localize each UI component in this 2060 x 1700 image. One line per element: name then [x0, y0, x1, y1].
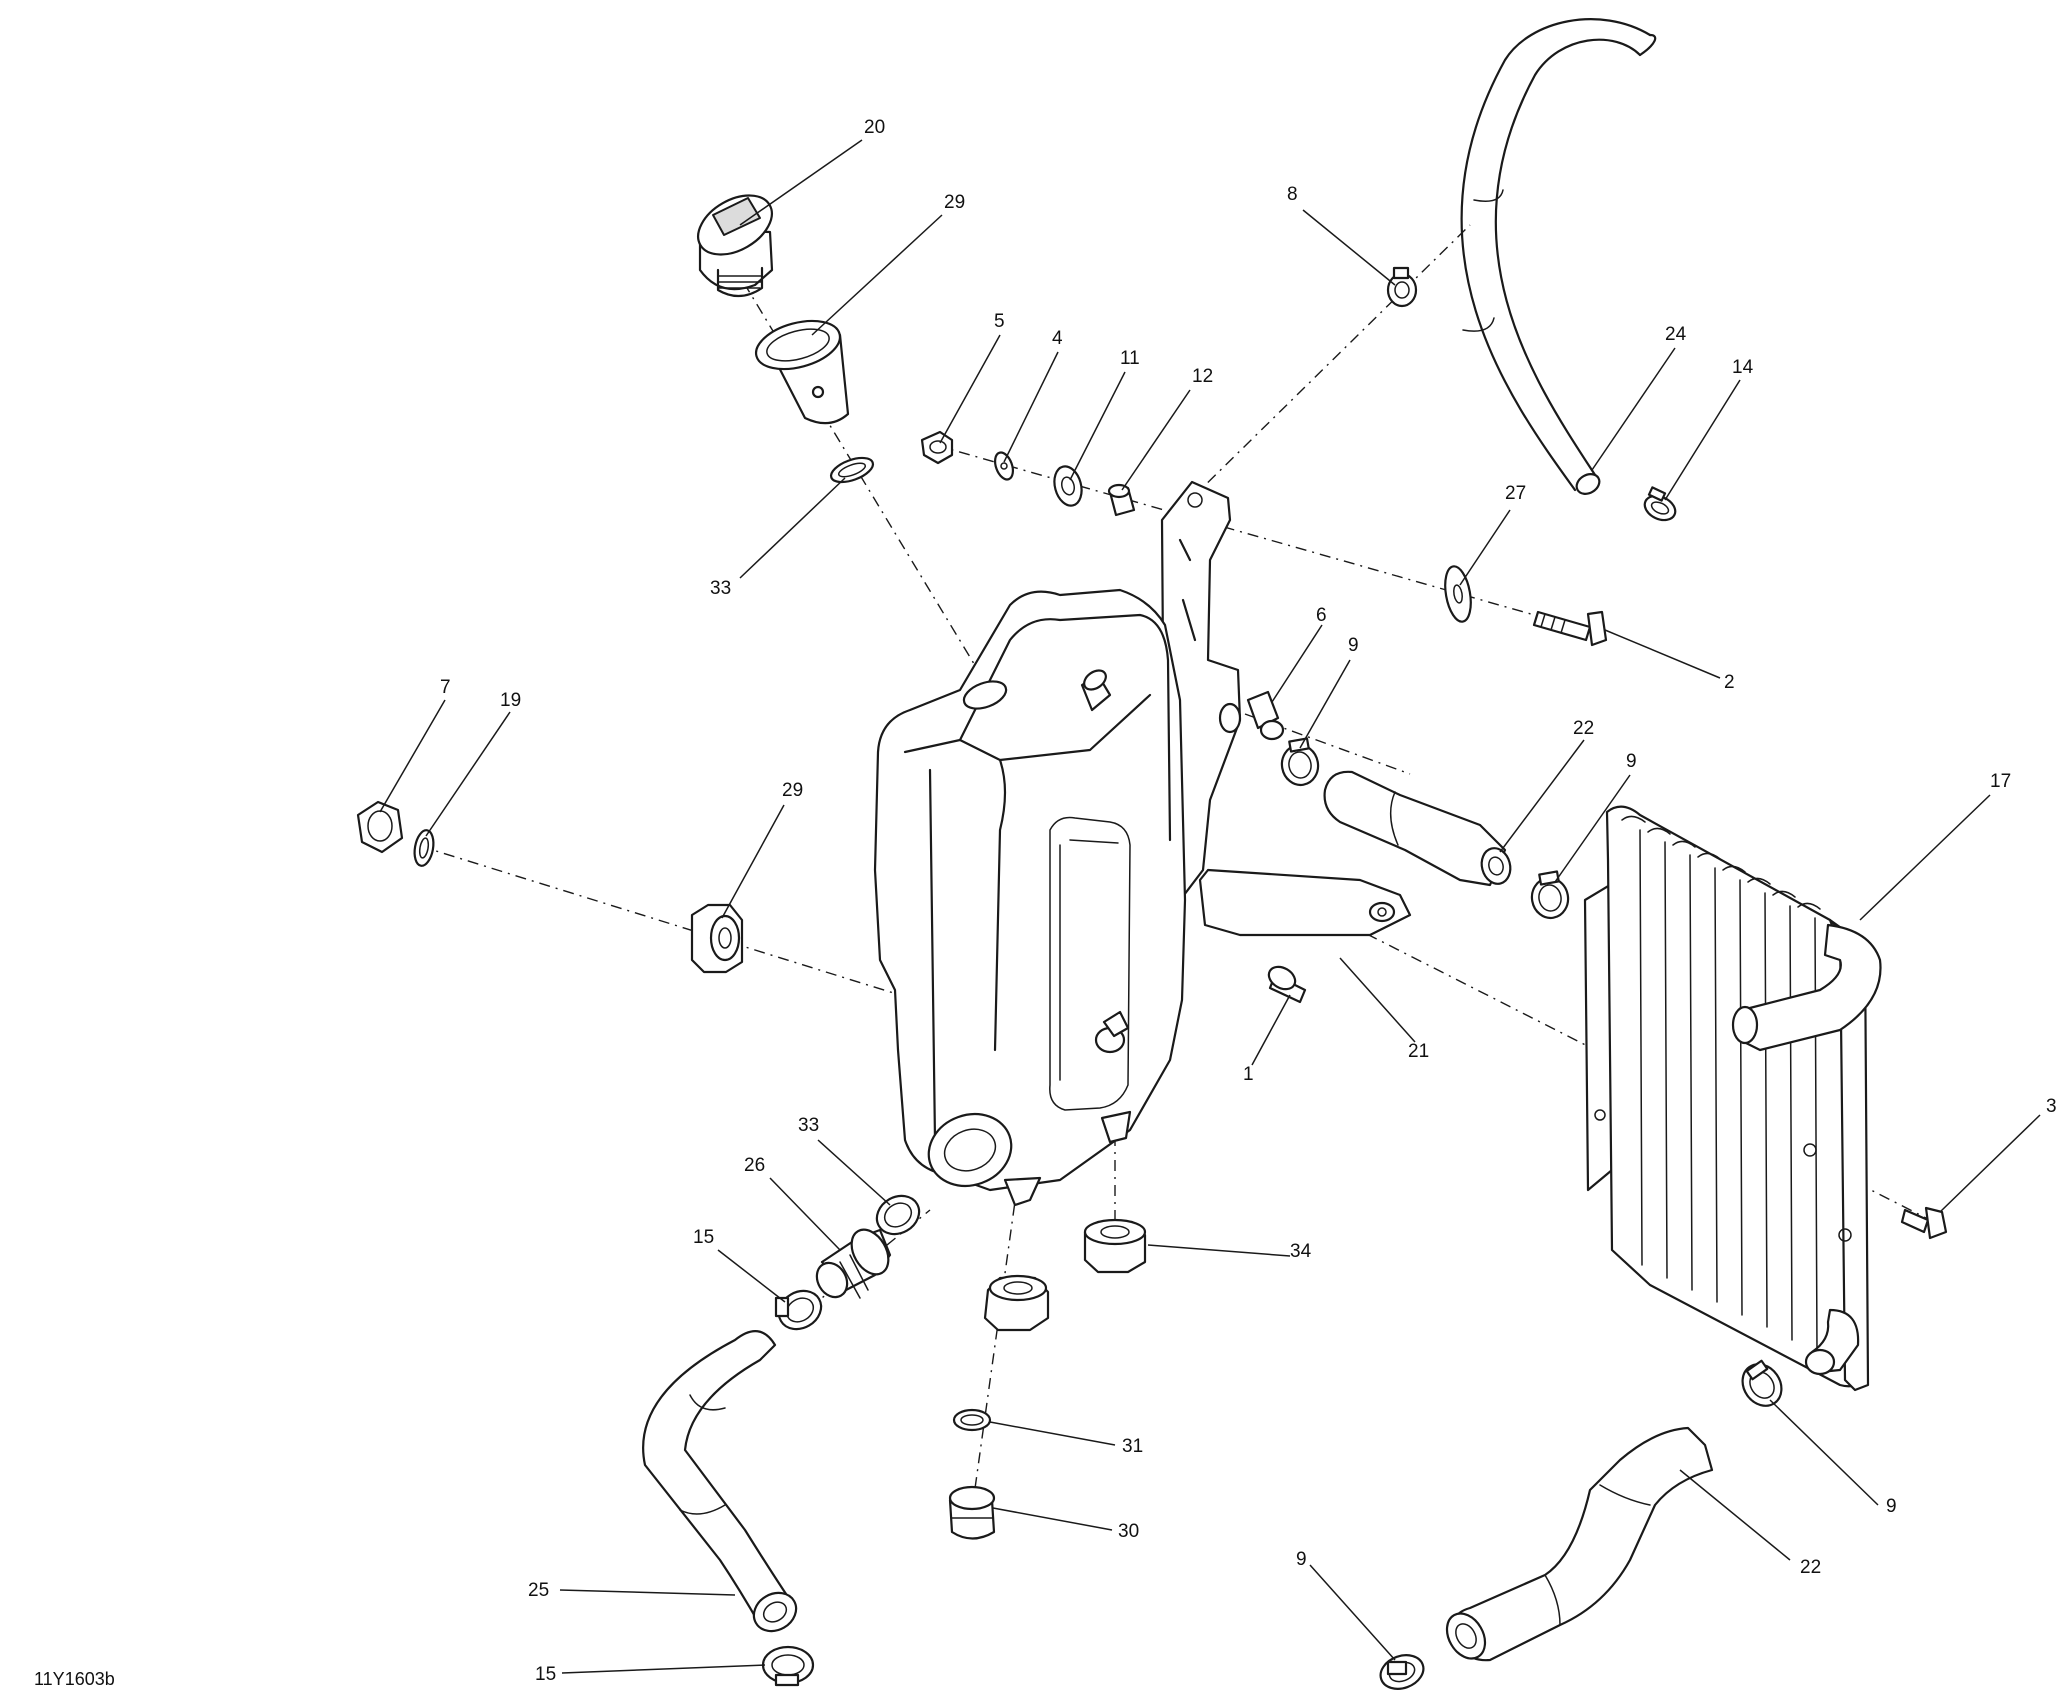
- callout-27: 27: [1505, 483, 1526, 504]
- callout-9-c: 9: [1886, 1496, 1897, 1517]
- callout-26: 26: [744, 1155, 765, 1176]
- callout-14: 14: [1732, 357, 1754, 378]
- o-ring-31-inner: [960, 1414, 984, 1426]
- callout-34: 34: [1290, 1241, 1312, 1262]
- callout-15-lower: 15: [535, 1664, 556, 1685]
- washer-19: [413, 829, 435, 867]
- washer-27: [1444, 565, 1472, 623]
- filler-cap: [697, 194, 774, 298]
- o-ring-33-lower-inner: [883, 1202, 913, 1228]
- callout-20: 20: [864, 117, 885, 138]
- callout-24: 24: [1665, 324, 1687, 345]
- callout-22-upper: 22: [1573, 718, 1594, 739]
- callout-33-upper: 33: [710, 578, 731, 599]
- callout-6: 6: [1316, 605, 1327, 626]
- callout-8: 8: [1287, 184, 1298, 205]
- elbow-fitting-26: [815, 1228, 892, 1299]
- callout-33-lower: 33: [798, 1115, 819, 1136]
- hose-25: [642, 1330, 798, 1633]
- callout-30: 30: [1118, 1521, 1139, 1542]
- hose-clamp-9-c: [1741, 1359, 1783, 1407]
- callout-7: 7: [440, 677, 451, 698]
- callout-5: 5: [994, 311, 1005, 332]
- washer-19-hole: [418, 837, 430, 859]
- drawing-number: 11Y1603b: [34, 1669, 115, 1689]
- callout-12: 12: [1192, 366, 1213, 387]
- callout-labels: 20 29 8 5 4 11 12 24 14 33 27 2 6 9 7 19…: [440, 117, 2057, 1685]
- callout-11: 11: [1120, 348, 1140, 369]
- filler-neck: [754, 319, 850, 425]
- callout-22-lower: 22: [1800, 1557, 1821, 1578]
- callout-9-b: 9: [1626, 751, 1637, 772]
- hose-clamp-9-d: [1379, 1654, 1425, 1690]
- hose-22-lower: [1445, 1426, 1714, 1662]
- callout-19: 19: [500, 690, 521, 711]
- hose-clamp-8: [1386, 266, 1418, 308]
- callout-15-upper: 15: [693, 1227, 714, 1248]
- callout-29-lower: 29: [782, 780, 803, 801]
- grommet-29-lower: [690, 903, 744, 974]
- oil-tank: [873, 588, 1242, 1207]
- callout-9-a: 9: [1348, 635, 1359, 656]
- grommet-lower: [983, 1274, 1050, 1332]
- callout-9-d: 9: [1296, 1549, 1307, 1570]
- o-ring-31: [952, 1408, 992, 1432]
- callout-21: 21: [1408, 1041, 1429, 1062]
- callout-17: 17: [1990, 771, 2011, 792]
- hose-clamp-9-b: [1530, 870, 1570, 920]
- fitting-6: [1246, 690, 1285, 741]
- bolt-2: [1532, 610, 1608, 647]
- oil-cooler: [1583, 805, 1882, 1392]
- callout-3: 3: [2046, 1096, 2057, 1117]
- hose-clamp-14: [1643, 486, 1677, 522]
- callout-2: 2: [1724, 672, 1735, 693]
- hose-clamp-15-b: [761, 1645, 815, 1687]
- callout-29-upper: 29: [944, 192, 965, 213]
- upper-hose: [1460, 18, 1657, 495]
- grommet-34: [1083, 1218, 1147, 1274]
- bolt-1: [1267, 965, 1307, 1004]
- o-ring-33-upper-inner: [837, 462, 867, 478]
- mount-hardware: [920, 430, 1136, 517]
- hose-clamp-9-a: [1280, 737, 1320, 787]
- callout-31: 31: [1122, 1436, 1143, 1457]
- hose-22-upper: [1323, 770, 1512, 887]
- drain-plug-30: [948, 1485, 996, 1540]
- leader-lines: [379, 139, 2041, 1674]
- nut-7: [356, 800, 404, 854]
- washer-27-hole: [1453, 584, 1463, 604]
- callout-4: 4: [1052, 328, 1063, 349]
- hose-clamp-15-a: [774, 1289, 823, 1331]
- callout-25: 25: [528, 1580, 549, 1601]
- o-ring-33-upper: [829, 456, 875, 484]
- bolt-3: [1900, 1206, 1948, 1240]
- callout-1: 1: [1243, 1064, 1254, 1085]
- mounting-bracket: [1160, 480, 1412, 937]
